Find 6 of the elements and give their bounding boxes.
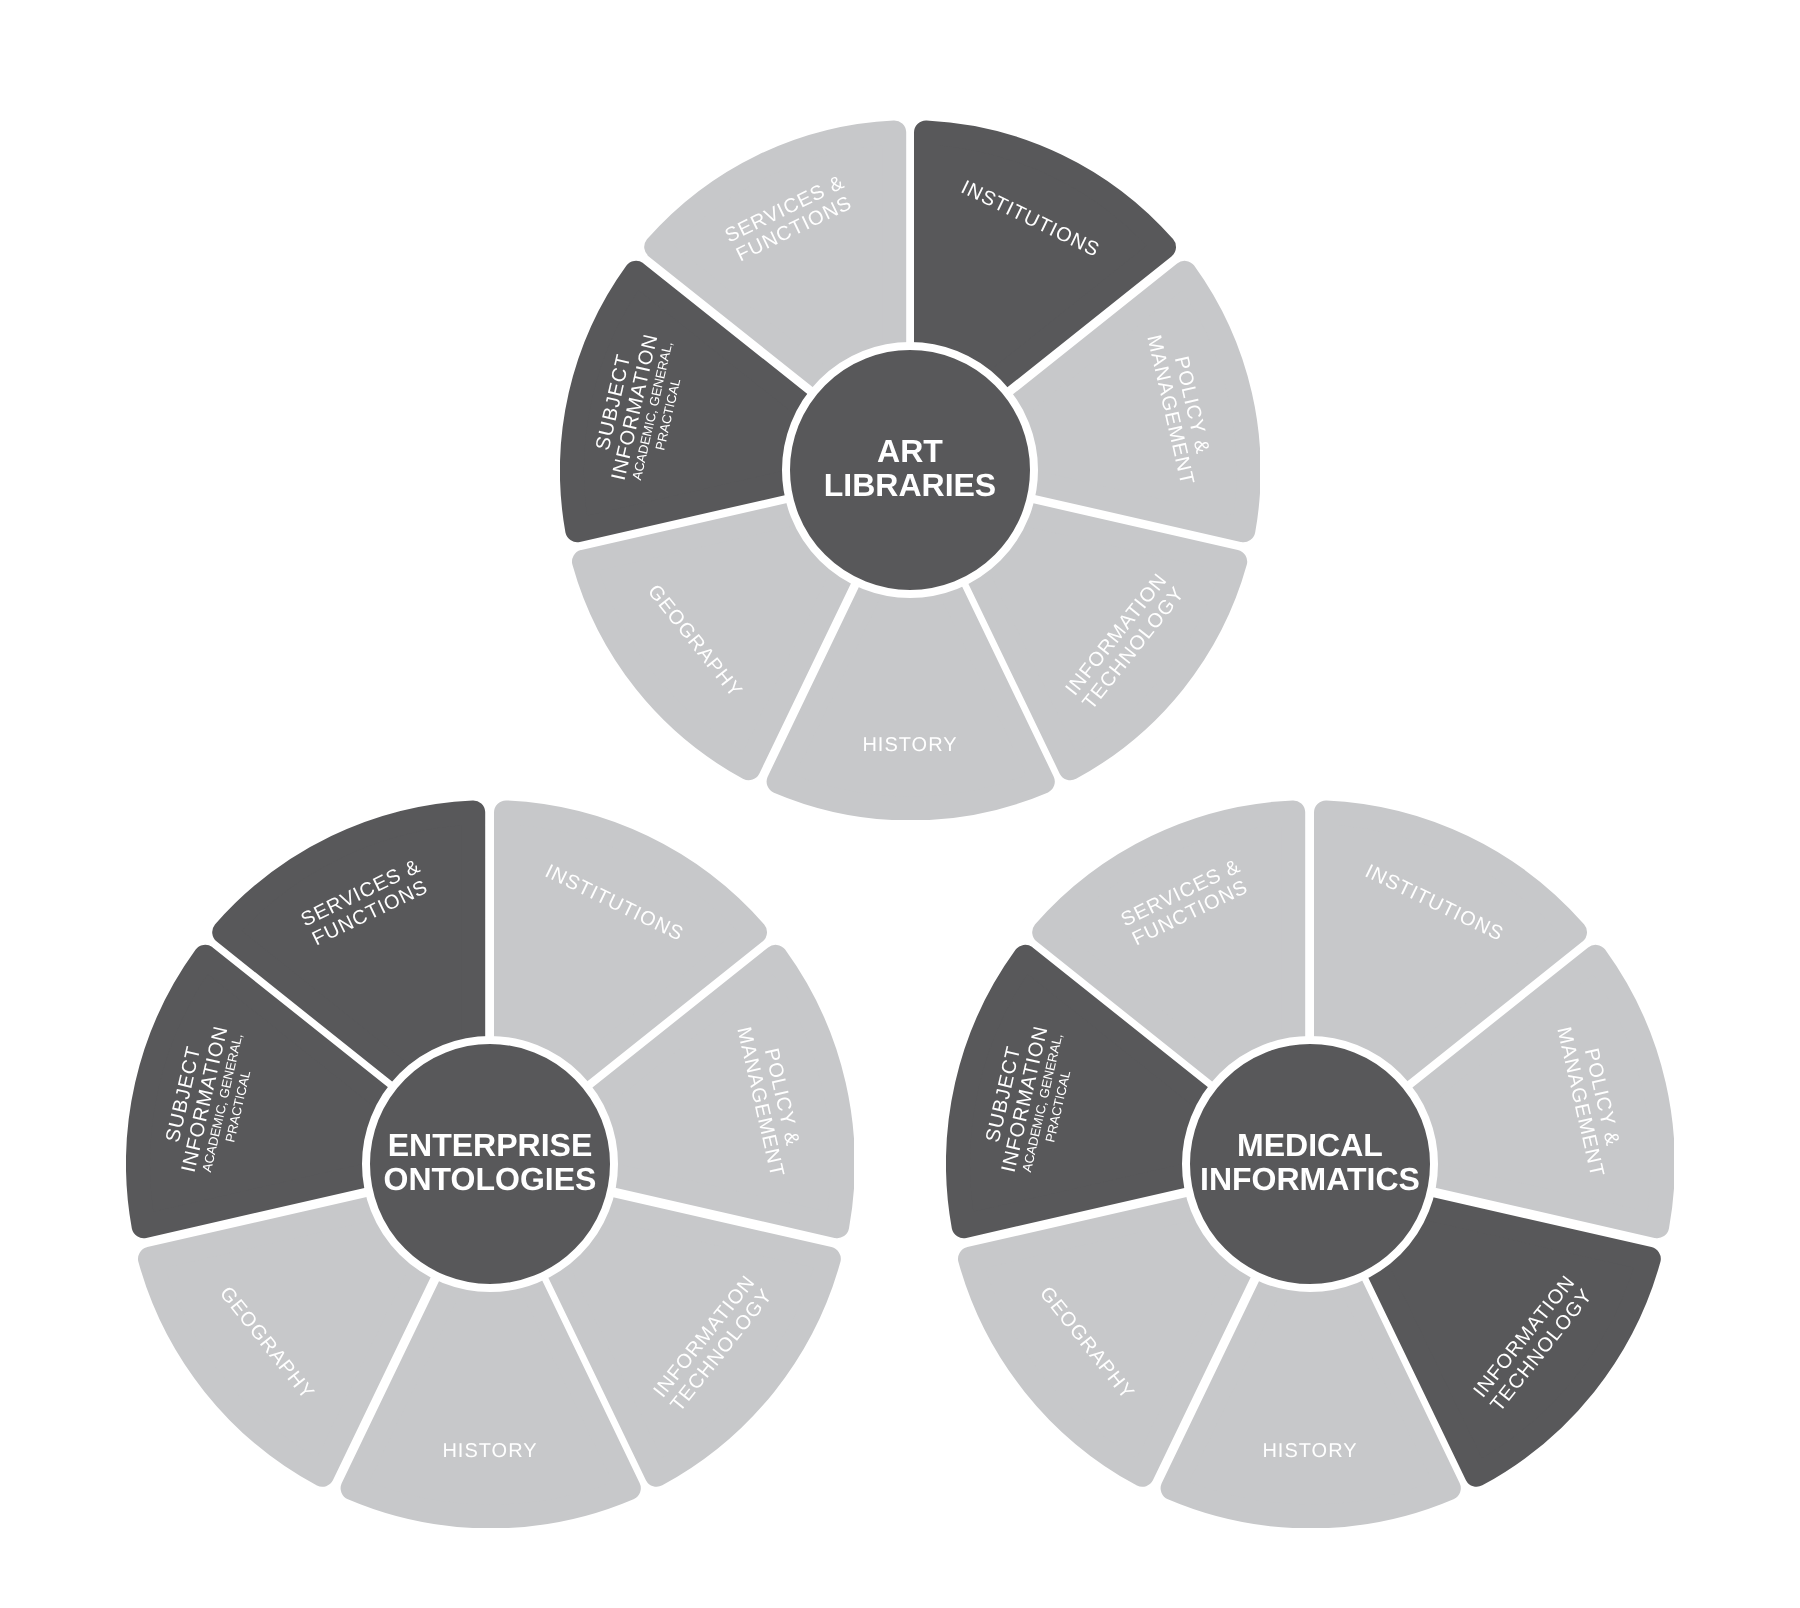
centre-label: ART LIBRARIES — [821, 436, 999, 504]
segment-label: HISTORY — [1262, 1440, 1358, 1463]
centre-label: MEDICAL INFORMATICS — [1198, 1130, 1422, 1198]
centre-label: ENTERPRISE ONTOLOGIES — [381, 1130, 599, 1198]
segment-label: HISTORY — [862, 735, 958, 758]
segment-label: HISTORY — [442, 1440, 538, 1463]
